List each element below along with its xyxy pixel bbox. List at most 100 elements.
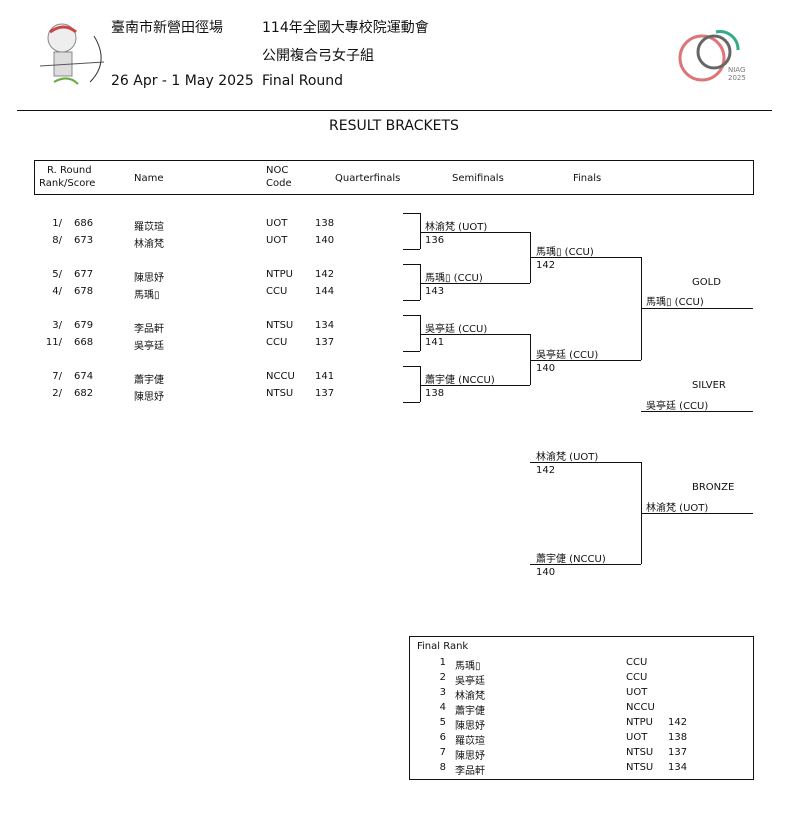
final-rank-score: 138 — [668, 732, 688, 743]
bracket-line — [420, 385, 530, 386]
final-rank-number: 7 — [439, 747, 446, 758]
mascot-logo — [34, 16, 114, 88]
final-rank-noc: NTPU — [626, 717, 653, 728]
seed-score: 678 — [74, 286, 94, 297]
seed-score: 668 — [74, 337, 94, 348]
final-rank-number: 2 — [439, 672, 446, 683]
seed-noc: NCCU — [266, 371, 295, 382]
seed-rank: 8/ — [52, 235, 62, 246]
col-rank-score: Rank/Score — [39, 178, 96, 189]
qf-score: 142 — [315, 269, 335, 280]
qf-score: 141 — [315, 371, 335, 382]
final-rank-name: 陳思妤 — [455, 721, 485, 732]
bracket-connector — [420, 264, 421, 300]
seed-name: 蕭宇倢 — [134, 375, 164, 386]
final-score: 140 — [536, 363, 556, 374]
seed-score: 673 — [74, 235, 94, 246]
seed-name: 陳思妤 — [134, 273, 164, 284]
semifinalist-name: 林渝梵 (UOT) — [425, 222, 488, 233]
final-score: 142 — [536, 260, 556, 271]
bracket-line — [403, 249, 420, 250]
final-rank-noc: UOT — [626, 687, 648, 698]
bracket-line — [530, 462, 641, 463]
seed-score: 677 — [74, 269, 94, 280]
final-rank-name: 蕭宇倢 — [455, 706, 485, 717]
seed-rank: 3/ — [52, 320, 62, 331]
final-rank-name: 陳思妤 — [455, 751, 485, 762]
bracket-line — [530, 257, 641, 258]
logo-text-niag: NIAG — [728, 66, 746, 74]
division: 公開複合弓女子組 — [262, 48, 374, 64]
bronze-score: 140 — [536, 567, 556, 578]
final-rank-number: 6 — [439, 732, 446, 743]
seed-rank: 1/ — [52, 218, 62, 229]
logo-text-year: 2025 — [728, 74, 746, 82]
seed-rank: 5/ — [52, 269, 62, 280]
finalist-name: 馬瑀▯ (CCU) — [536, 247, 594, 258]
bracket-line — [403, 213, 420, 214]
seed-noc: NTPU — [266, 269, 293, 280]
bronze-contender: 林渝梵 (UOT) — [536, 452, 599, 463]
bracket-connector — [420, 213, 421, 249]
semifinal-score: 138 — [425, 388, 445, 399]
finalist-name: 吳亭廷 (CCU) — [536, 350, 599, 361]
bronze-contender: 蕭宇倢 (NCCU) — [536, 554, 606, 565]
final-rank-noc: CCU — [626, 657, 648, 668]
seed-rank: 2/ — [52, 388, 62, 399]
final-rank-number: 1 — [439, 657, 446, 668]
semifinal-score: 136 — [425, 235, 445, 246]
final-rank-noc: NTSU — [626, 747, 654, 758]
semifinal-score: 141 — [425, 337, 445, 348]
bracket-line — [403, 402, 420, 403]
bracket-line — [403, 315, 420, 316]
final-rank-noc: CCU — [626, 672, 648, 683]
col-quarterfinals: Quarterfinals — [335, 173, 401, 184]
final-rank-name: 羅苡瑄 — [455, 736, 485, 747]
final-rank-name: 李品軒 — [455, 766, 485, 777]
final-rank-score: 134 — [668, 762, 688, 773]
seed-score: 682 — [74, 388, 94, 399]
bronze-label: BRONZE — [692, 482, 735, 493]
seed-name: 羅苡瑄 — [134, 222, 164, 233]
dates: 26 Apr - 1 May 2025 — [111, 73, 254, 89]
qf-score: 134 — [315, 320, 335, 331]
header-divider — [17, 110, 772, 111]
seed-noc: CCU — [266, 286, 288, 297]
seed-noc: NTSU — [266, 320, 294, 331]
semifinalist-name: 吳亭廷 (CCU) — [425, 324, 488, 335]
seed-name: 吳亭廷 — [134, 341, 164, 352]
event-title: 114年全國大專校院運動會 — [262, 20, 429, 36]
silver-winner: 吳亭廷 (CCU) — [646, 401, 709, 412]
bracket-line — [403, 300, 420, 301]
col-noc-code: Code — [266, 178, 292, 189]
seed-rank: 7/ — [52, 371, 62, 382]
bracket-line — [420, 232, 530, 233]
qf-score: 138 — [315, 218, 335, 229]
final-rank-name: 吳亭廷 — [455, 676, 485, 687]
qf-score: 140 — [315, 235, 335, 246]
seed-score: 679 — [74, 320, 94, 331]
bracket-line — [420, 334, 530, 335]
qf-score: 137 — [315, 388, 335, 399]
semifinal-score: 143 — [425, 286, 445, 297]
final-rank-noc: UOT — [626, 732, 648, 743]
page-title: RESULT BRACKETS — [329, 118, 459, 134]
bracket-line — [530, 564, 641, 565]
bronze-score: 142 — [536, 465, 556, 476]
bracket-line — [530, 360, 641, 361]
qf-score: 137 — [315, 337, 335, 348]
col-noc: NOC — [266, 165, 289, 176]
final-rank-number: 3 — [439, 687, 446, 698]
col-finals: Finals — [573, 173, 602, 184]
gold-label: GOLD — [692, 277, 721, 288]
seed-name: 陳思妤 — [134, 392, 164, 403]
final-rank-score: 142 — [668, 717, 688, 728]
bracket-connector — [420, 315, 421, 351]
seed-name: 李品軒 — [134, 324, 164, 335]
final-rank-score: 137 — [668, 747, 688, 758]
final-rank-title: Final Rank — [417, 641, 469, 652]
bracket-line — [641, 308, 753, 309]
col-name: Name — [134, 173, 164, 184]
col-rank: R. Round — [47, 165, 92, 176]
